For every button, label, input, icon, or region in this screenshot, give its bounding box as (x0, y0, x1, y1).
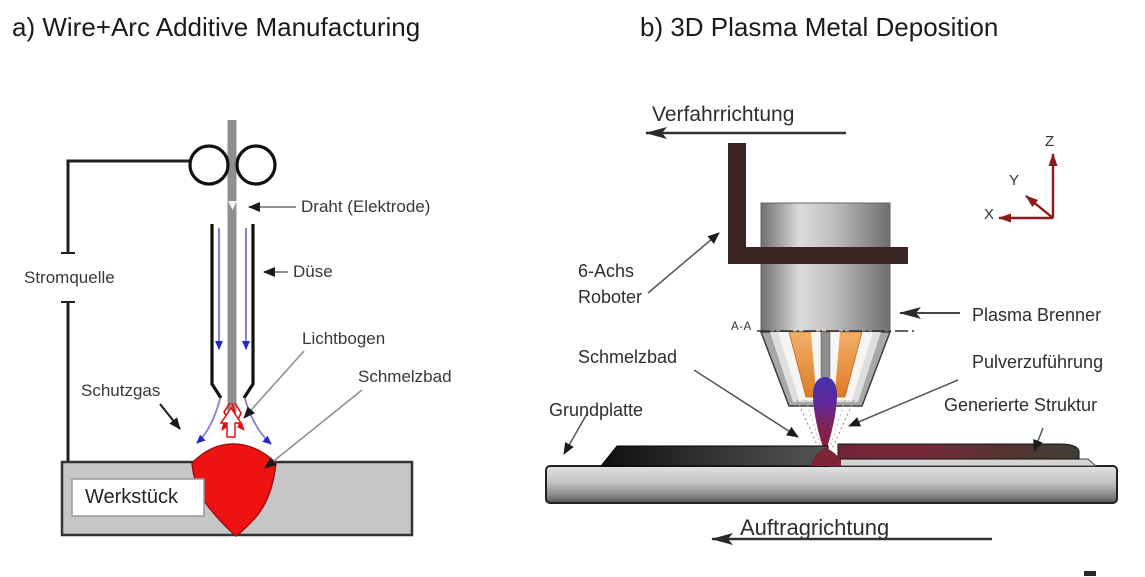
nozzle-wall-right (242, 224, 255, 399)
arc-pointer-arrow (243, 350, 305, 419)
waam-diagram (60, 120, 414, 537)
generated-structure-pointer-arrow (1033, 427, 1044, 452)
label-base-plate: Grundplatte (549, 400, 644, 420)
label-wire-electrode: Draht (Elektrode) (301, 197, 431, 216)
label-power-source: Stromquelle (24, 268, 115, 287)
panel-b-title: b) 3D Plasma Metal Deposition (640, 12, 999, 42)
torch-body-shape (760, 202, 891, 333)
axis-z-label: Z (1045, 133, 1055, 150)
robot-bracket-horizontal (728, 247, 908, 264)
panel-a-title: a) Wire+Arc Additive Manufacturing (12, 12, 421, 42)
powder-streams (796, 399, 855, 450)
melt-pool-shape-b (810, 448, 841, 466)
base-plate-pointer-arrow (563, 411, 589, 455)
generated-structure-shape (837, 443, 1080, 460)
label-shielding-gas: Schutzgas (81, 381, 161, 400)
plasma-flame-shape (813, 377, 837, 453)
label-deposition-direction: Auftragrichtung (740, 515, 890, 540)
label-travel-direction: Verfahrrichtung (652, 103, 795, 126)
label-robot: 6-Achs Roboter (578, 258, 642, 310)
label-section-marker: A-A (731, 321, 752, 333)
coordinate-axes (998, 153, 1058, 223)
label-generated-structure: Generierte Struktur (944, 395, 1098, 415)
arc-shape (219, 402, 245, 438)
axis-y-label: Y (1009, 172, 1020, 189)
robot-bracket-vertical (728, 143, 746, 255)
wire-electrode-shape (227, 120, 237, 412)
melt-pool-pointer-arrow-a (264, 389, 363, 469)
label-robot-line2: Roboter (578, 287, 643, 308)
label-nozzle: Düse (293, 262, 333, 281)
workpiece-label-box (71, 478, 205, 517)
power-circuit-caps (61, 252, 75, 303)
label-arc: Lichtbogen (302, 329, 386, 348)
powder-feed-pointer-arrow (848, 379, 959, 427)
label-melt-pool-a: Schmelzbad (358, 367, 452, 386)
feed-roller-right (235, 144, 277, 186)
gas-streamline-left (196, 398, 221, 444)
plate-top-surface (832, 458, 1098, 467)
plasma-diagram (545, 127, 1118, 576)
feed-roller-left (188, 144, 230, 186)
label-robot-line1: 6-Achs (578, 261, 635, 281)
melt-pool-pointer-arrow-b (693, 369, 799, 438)
gas-streamline-right (244, 398, 272, 445)
wire-feed-marker (228, 201, 237, 210)
label-melt-pool-b: Schmelzbad (578, 347, 678, 367)
label-plasma-torch: Plasma Brenner (972, 305, 1102, 325)
corner-mark (1084, 571, 1096, 576)
gas-pointer-arrow (159, 403, 181, 430)
axis-x-label: X (984, 206, 995, 223)
nozzle-section (759, 331, 892, 407)
label-workpiece: Werkstück (85, 486, 178, 508)
label-powder-feed: Pulverzuführung (972, 352, 1104, 372)
melt-pool-shape (191, 443, 277, 537)
nozzle-wall-left (210, 224, 223, 399)
power-circuit-line (66, 159, 191, 466)
base-plate-shape (545, 465, 1118, 504)
deposited-track-left (599, 445, 829, 467)
robot-pointer-arrow (647, 232, 720, 294)
